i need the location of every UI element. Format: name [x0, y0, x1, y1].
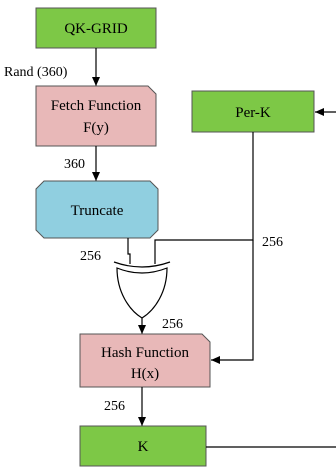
qk-grid-label: QK-GRID [64, 21, 127, 37]
perk-to-xor-label: 256 [262, 235, 283, 250]
truncate-box [35, 180, 159, 239]
xor-gate-body [116, 267, 168, 319]
hash-function-formula: H(x) [131, 366, 159, 382]
fetch-function-title: Fetch Function [51, 98, 142, 114]
truncate-label: Truncate [71, 203, 124, 219]
per-k-label: Per-K [235, 105, 271, 121]
k-label: K [138, 439, 149, 455]
hash-function-node: Hash Function H(x) [79, 333, 211, 388]
fetch-function-box [35, 85, 157, 147]
fetch-function-node: Fetch Function F(y) [35, 85, 157, 147]
per-k-node: Per-K [191, 90, 315, 133]
truncate-to-xor-label: 256 [80, 249, 101, 264]
perk-to-hash-arrow [211, 240, 254, 364]
qk-grid-node: QK-GRID [35, 7, 157, 49]
fetch-function-formula: F(y) [83, 120, 109, 136]
per-k-box [191, 90, 315, 133]
xor-to-hash-label: 256 [162, 317, 183, 332]
rand-label: Rand (360) [4, 65, 68, 80]
hash-to-k-label: 256 [104, 399, 125, 414]
qk-grid-box [35, 7, 157, 49]
xor-gate [113, 261, 171, 319]
fetch-to-truncate-label: 360 [64, 157, 85, 172]
truncate-to-xor-line [127, 238, 131, 264]
k-node: K [79, 425, 207, 467]
xor-gate-back-curve [113, 261, 171, 268]
truncate-node: Truncate [35, 180, 159, 239]
perk-to-xor-line [154, 132, 254, 264]
hash-function-title: Hash Function [101, 345, 189, 361]
k-box [79, 425, 207, 467]
hash-function-box [79, 333, 211, 388]
